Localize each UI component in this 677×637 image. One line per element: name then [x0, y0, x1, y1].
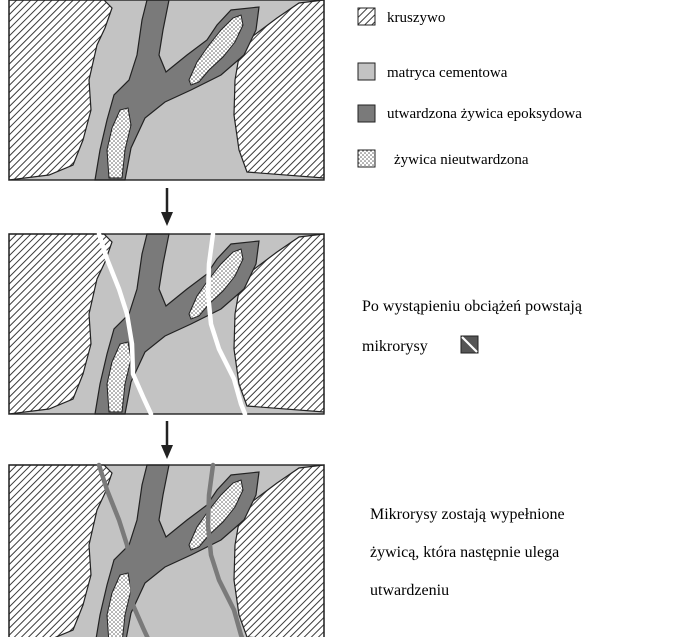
note-step2-line1: Po wystąpieniu obciążeń powstają [362, 298, 583, 315]
note-step3-line2: żywicą, która następnie ulega [370, 544, 559, 561]
legend-label-cured-epoxy: utwardzona żywica epoksydowa [387, 106, 582, 122]
microcrack-symbol-icon [461, 336, 478, 353]
cracked-state-panel [9, 234, 324, 414]
initial-state-panel [9, 0, 324, 180]
healed-state-panel [9, 465, 324, 637]
legend-swatch-cured-epoxy [358, 105, 375, 122]
legend-swatch-aggregate [358, 8, 375, 25]
down-arrow-2 [161, 421, 173, 459]
down-arrow-1 [161, 188, 173, 226]
legend-label-uncured-resin: żywica nieutwardzona [394, 152, 529, 168]
note-step3-line3: utwardzeniu [370, 582, 449, 599]
note-step2-line2: mikrorysy [362, 338, 428, 355]
legend-swatch-cement-matrix [358, 63, 375, 80]
note-step3-line1: Mikrorysy zostają wypełnione [370, 506, 565, 523]
legend-label-cement-matrix: matryca cementowa [387, 65, 508, 81]
legend-label-aggregate: kruszywo [387, 10, 445, 26]
legend-swatch-uncured-resin [358, 150, 375, 167]
